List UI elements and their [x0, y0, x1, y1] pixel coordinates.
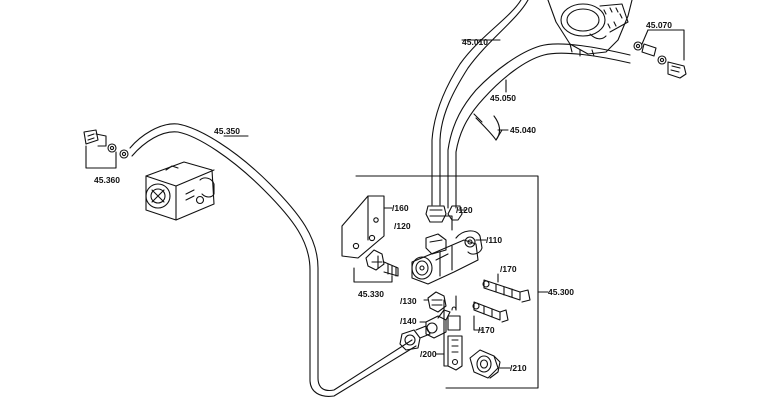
label-120a: /120: [394, 221, 411, 231]
label-160: /160: [392, 203, 409, 213]
leader-45070: [647, 29, 685, 61]
leader-45330: [353, 267, 393, 283]
tee-200: [447, 306, 463, 371]
bracket-160: [341, 195, 385, 259]
label-45350: 45.350: [214, 126, 240, 136]
leader-120a: [439, 215, 453, 231]
label-200: /200: [420, 349, 437, 359]
fitting-120-lower: [425, 233, 447, 255]
pipe-45350: [129, 123, 417, 397]
label-120b: /120: [456, 205, 473, 215]
pipe-45010: [431, 0, 529, 206]
fitting-45070: [633, 41, 687, 79]
adapter-210: [469, 349, 501, 379]
label-170b: /170: [478, 325, 495, 335]
leader-45360: [85, 145, 117, 169]
fitting-120-upper: [425, 205, 463, 223]
stud-170a: [482, 279, 531, 303]
label-110: /110: [486, 235, 502, 245]
label-45070: 45.070: [646, 20, 672, 30]
transmission-housing: [547, 0, 633, 57]
label-45330: 45.330: [358, 289, 384, 299]
pipe-45050: [447, 43, 631, 209]
screw-45330: [365, 249, 399, 277]
elbow-fitting-lower: [399, 325, 431, 351]
label-45360: 45.360: [94, 175, 120, 185]
label-45300: 45.300: [548, 287, 574, 297]
fitting-45360: [83, 129, 129, 159]
label-140: /140: [400, 316, 417, 326]
nut-130: [427, 291, 447, 313]
leader-200-bracket: [443, 299, 449, 367]
pump-block: [145, 161, 215, 221]
label-45010: 45.010: [462, 37, 488, 47]
label-45050: 45.050: [490, 93, 516, 103]
leader-170b: [473, 315, 483, 331]
label-45040: 45.040: [510, 125, 536, 135]
clip-45040: [473, 113, 503, 141]
valve-110: [411, 230, 483, 285]
stud-170b: [472, 301, 509, 323]
callout-labels: 45.010 45.070 45.050 45.040 45.350 45.36…: [94, 20, 672, 373]
leader-45070b: [641, 29, 649, 45]
label-210: /210: [510, 363, 527, 373]
label-170a: /170: [500, 264, 517, 274]
label-130: /130: [400, 296, 417, 306]
